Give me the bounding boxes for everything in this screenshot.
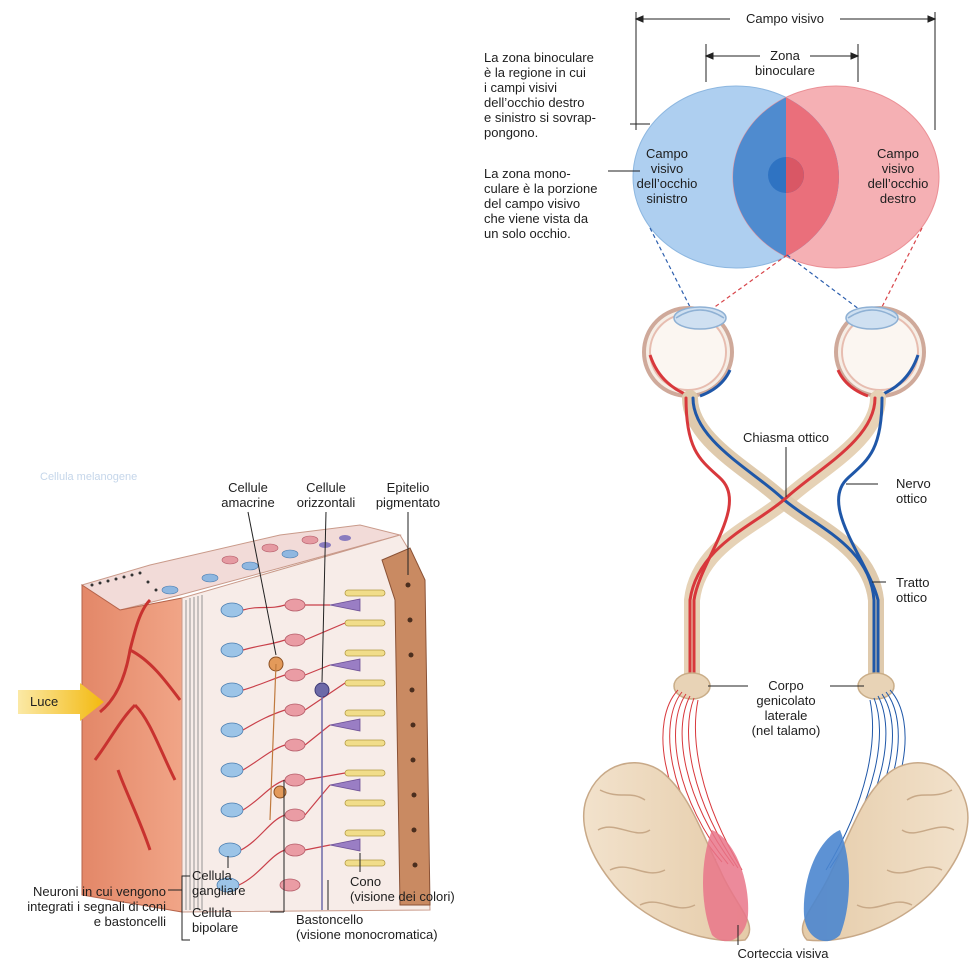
left-field-label: Campo visivo dell’occhio sinistro	[628, 146, 706, 206]
cone-label: Cono (visione dei colori)	[350, 874, 455, 904]
neurons-label: Neuroni in cui vengono integrati i segna…	[4, 884, 166, 929]
nervo-label: Nervo ottico	[896, 476, 931, 506]
horizontal-label: Cellule orizzontali	[286, 480, 366, 510]
epithelium-label: Epitelio pigmentato	[366, 480, 450, 510]
retina-block	[82, 525, 430, 912]
rod-label: Bastoncello (visione monocromatica)	[296, 912, 438, 942]
zona-binoculare-label: Zona binoculare	[740, 48, 830, 78]
binocular-description: La zona binoculare è la regione in cui i…	[484, 50, 596, 140]
amacrine-label: Cellule amacrine	[208, 480, 288, 510]
geniculate-label: Corpo genicolato laterale (nel talamo)	[744, 678, 828, 738]
faded-label: Cellula melanogene	[40, 470, 137, 485]
left-eye	[644, 307, 732, 396]
corteccia-label: Corteccia visiva	[718, 946, 848, 961]
right-eye	[836, 307, 924, 396]
right-visual-cortex	[804, 830, 849, 941]
left-visual-cortex	[703, 830, 748, 941]
occipital-lobes	[584, 763, 968, 941]
campo-visivo-label: Campo visivo	[730, 11, 840, 26]
bipolar-label: Cellula bipolare	[192, 905, 238, 935]
luce-label: Luce	[30, 694, 58, 709]
right-field-label: Campo visivo dell’occhio destro	[856, 146, 940, 206]
chiasma-label: Chiasma ottico	[726, 430, 846, 445]
tratto-label: Tratto ottico	[896, 575, 929, 605]
monocular-description: La zona mono- culare è la porzione del c…	[484, 166, 597, 241]
ganglion-label: Cellula gangliare	[192, 868, 246, 898]
